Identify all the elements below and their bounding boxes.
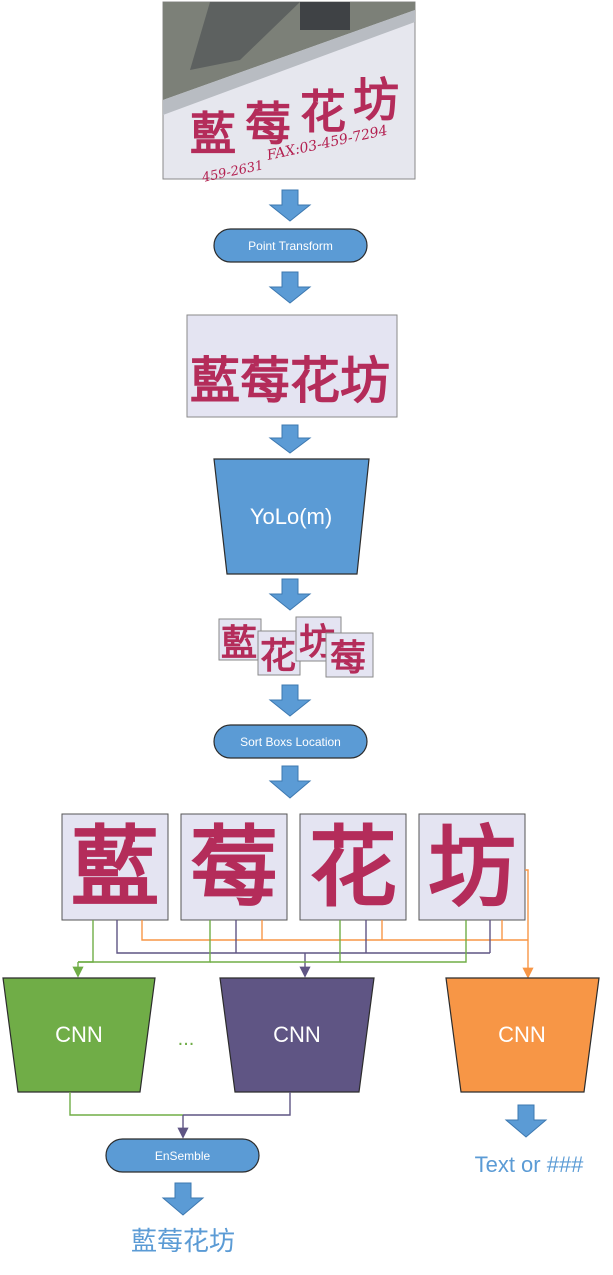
sorted-tile-4: 坊 [418, 813, 526, 921]
cnn-green-label: CNN [55, 1022, 103, 1047]
purple-connectors [116, 920, 491, 978]
photo-char-4: 坊 [353, 73, 399, 127]
cnn-purple: CNN [219, 977, 375, 1093]
yolo-step: YoLo(m) [213, 458, 370, 575]
rectified-char-4: 坊 [340, 352, 390, 410]
sorted-tile-3: 花 [299, 813, 407, 921]
cnn-orange: CNN [445, 977, 600, 1093]
sorted-tile-2: 莓 [180, 813, 288, 921]
final-result-text: 藍莓花坊 [131, 1226, 235, 1256]
svg-text:藍: 藍 [221, 623, 257, 664]
cnn-ellipsis: ... [178, 1028, 195, 1050]
ensemble-label: EnSemble [155, 1149, 211, 1163]
photo-char-2: 莓 [245, 97, 291, 151]
rectified-char-2: 莓 [240, 352, 290, 410]
rectified-char-3: 花 [290, 352, 340, 410]
rectified-crop: 藍 莓 花 坊 [186, 314, 398, 418]
svg-text:莓: 莓 [190, 816, 278, 919]
down-arrow-6 [268, 765, 312, 799]
svg-text:藍: 藍 [71, 816, 159, 919]
svg-text:坊: 坊 [428, 816, 516, 919]
detected-box-2: 花 [257, 630, 301, 677]
ensemble-connectors [69, 1092, 291, 1139]
detected-box-4: 莓 [325, 632, 374, 679]
source-photo: 藍 莓 花 坊 FAX:03-459-7294 459-2631 [162, 1, 416, 186]
orange-connectors [141, 869, 534, 979]
cnn-orange-label: CNN [498, 1022, 546, 1047]
down-arrow-3 [268, 424, 312, 454]
svg-text:花: 花 [260, 636, 296, 677]
photo-char-1: 藍 [190, 107, 236, 161]
rectified-char-1: 藍 [190, 352, 240, 410]
yolo-label: YoLo(m) [250, 504, 332, 529]
sorted-tile-1: 藍 [61, 813, 169, 921]
svg-text:莓: 莓 [330, 638, 366, 679]
down-arrow-final [161, 1182, 205, 1216]
photo-char-3: 花 [300, 85, 346, 139]
down-arrow-4 [268, 578, 312, 611]
green-connectors [72, 920, 467, 978]
cnn-green: CNN [2, 977, 156, 1093]
sort-boxes-label: Sort Boxs Location [240, 735, 341, 749]
down-arrow-1 [268, 189, 312, 222]
detected-boxes: 藍 花 坊 莓 [218, 616, 374, 679]
orange-output-text: Text or ### [475, 1152, 585, 1177]
down-arrow-2 [268, 271, 312, 304]
sorted-char-tiles: 藍 莓 花 坊 [61, 813, 526, 921]
point-transform-step: Point Transform [213, 228, 368, 263]
detected-box-1: 藍 [218, 618, 262, 664]
svg-text:花: 花 [309, 816, 397, 919]
ensemble-step: EnSemble [105, 1138, 260, 1173]
down-arrow-5 [268, 684, 312, 717]
sort-boxes-step: Sort Boxs Location [213, 724, 368, 759]
point-transform-label: Point Transform [248, 239, 333, 253]
down-arrow-orange-output [504, 1104, 548, 1138]
cnn-purple-label: CNN [273, 1022, 321, 1047]
